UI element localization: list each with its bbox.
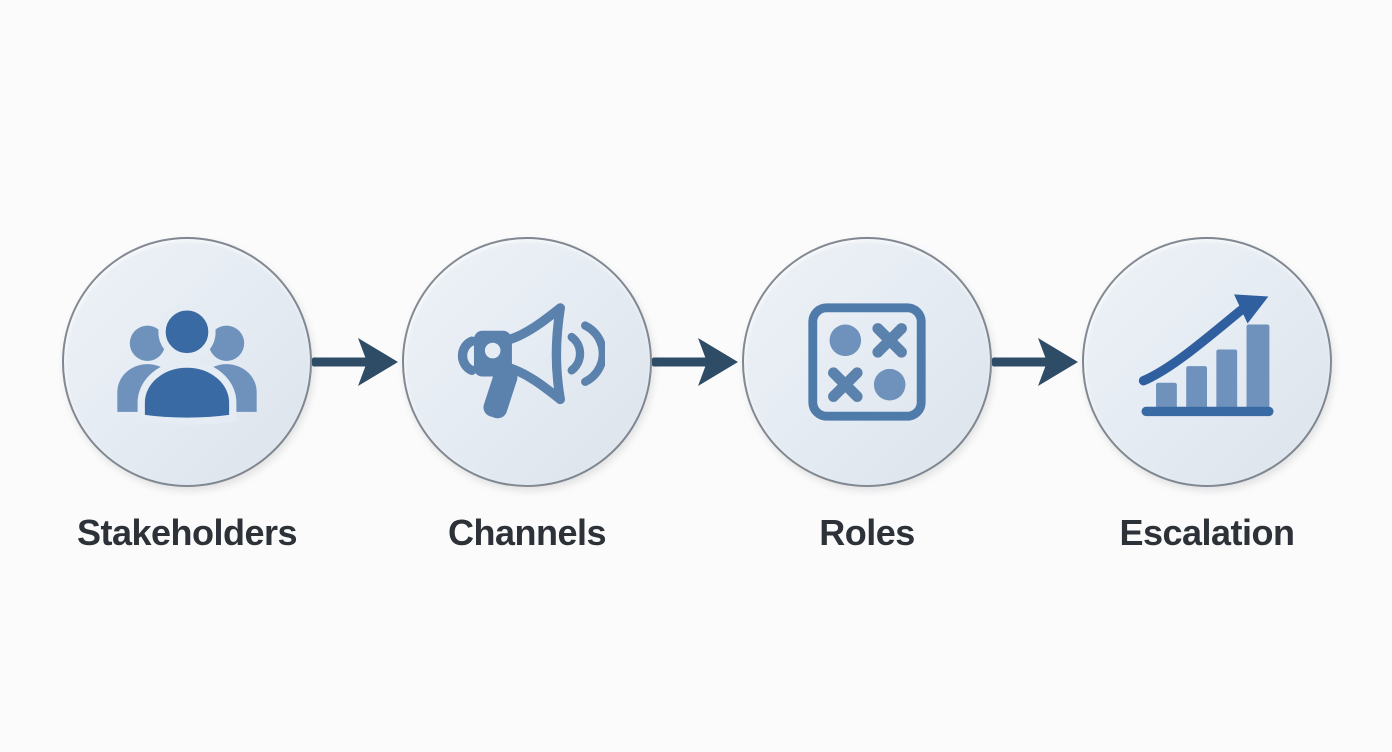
arrow-right-icon xyxy=(312,338,398,386)
step-label-escalation: Escalation xyxy=(1119,512,1295,553)
escalation-circle xyxy=(1082,237,1332,487)
people-group-icon xyxy=(117,303,257,425)
step-escalation: Escalation xyxy=(1082,237,1332,551)
assignment-matrix-icon xyxy=(808,303,926,421)
step-roles: Roles xyxy=(742,237,992,551)
stakeholders-circle xyxy=(62,237,312,487)
step-label-roles: Roles xyxy=(819,512,915,553)
channels-circle xyxy=(402,237,652,487)
growth-chart-icon xyxy=(1138,294,1274,417)
step-stakeholders: Stakeholders xyxy=(62,237,312,551)
megaphone-icon xyxy=(457,303,605,419)
process-flow: Stakeholders xyxy=(62,237,1332,551)
arrow-right-icon xyxy=(992,338,1078,386)
arrow-right-icon xyxy=(652,338,738,386)
step-channels: Channels xyxy=(402,237,652,551)
step-label-stakeholders: Stakeholders xyxy=(76,512,298,553)
roles-circle xyxy=(742,237,992,487)
step-label-channels: Channels xyxy=(447,512,607,553)
